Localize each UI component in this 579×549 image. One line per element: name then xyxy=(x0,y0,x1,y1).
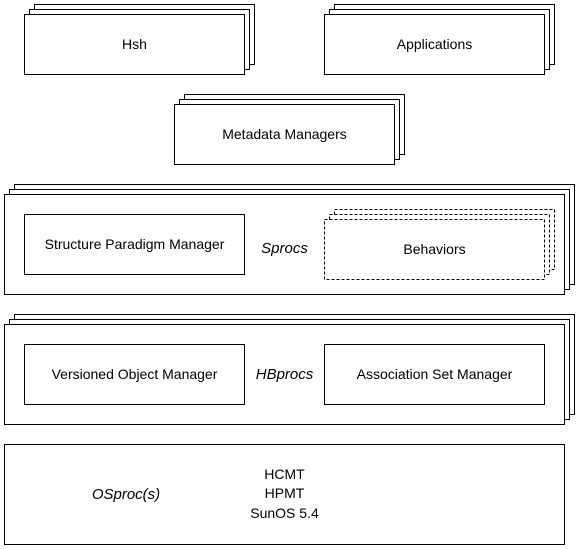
versioned-object-manager-box xyxy=(24,344,245,405)
association-set-manager-label: Association Set Manager xyxy=(357,366,513,382)
sprocs-label: Sprocs xyxy=(261,240,308,257)
hbprocs-label: HBprocs xyxy=(256,366,314,383)
hsh-box xyxy=(24,14,245,75)
applications-box-stack: Applications xyxy=(324,4,555,75)
applications-label: Applications xyxy=(397,36,473,52)
hbprocs-layer: Versioned Object Manager HBprocs Associa… xyxy=(4,314,575,425)
versioned-object-manager-label: Versioned Object Manager xyxy=(52,366,218,382)
metadata-managers-box xyxy=(174,104,395,165)
behaviors-box xyxy=(324,219,545,280)
behaviors-label: Behaviors xyxy=(403,241,465,257)
hsh-label: Hsh xyxy=(122,36,147,52)
hsh-box-stack: Hsh xyxy=(24,4,255,75)
osprocs-layer-box xyxy=(4,444,565,545)
os-line-hcmt: HCMT xyxy=(264,466,305,482)
behaviors-box-stack: Behaviors xyxy=(324,209,555,280)
os-line-sunos: SunOS 5.4 xyxy=(250,505,319,521)
osprocs-label: OSproc(s) xyxy=(92,486,160,503)
structure-paradigm-manager-label: Structure Paradigm Manager xyxy=(45,236,225,252)
structure-paradigm-manager-box xyxy=(24,214,245,275)
metadata-managers-label: Metadata Managers xyxy=(222,126,347,142)
metadata-managers-box-stack: Metadata Managers xyxy=(174,94,405,165)
association-set-manager-box xyxy=(324,344,545,405)
os-line-hpmt: HPMT xyxy=(265,485,305,501)
osprocs-layer: OSproc(s) HCMT HPMT SunOS 5.4 xyxy=(4,444,565,545)
applications-box xyxy=(324,14,545,75)
sprocs-layer: Structure Paradigm Manager Sprocs Behavi… xyxy=(4,184,575,295)
